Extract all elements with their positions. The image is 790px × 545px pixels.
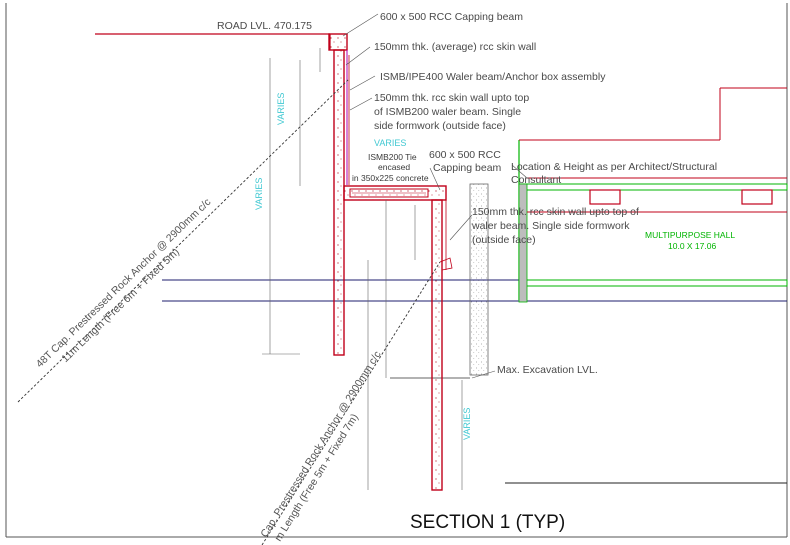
svg-text:VARIES: VARIES [254, 178, 264, 210]
drawing-frame [5, 3, 788, 538]
road-level-label: ROAD LVL. 470.175 [217, 20, 312, 32]
skin-wall-lower-line-1: 150mm thk. rcc skin wall upto top of [472, 206, 639, 218]
leader-lines [342, 13, 528, 379]
skin-wall-upper-line-1: 150mm thk. rcc skin wall upto top [374, 92, 529, 104]
dimension-lines [262, 48, 463, 490]
waler-assembly-label: ISMB/IPE400 Waler beam/Anchor box assemb… [380, 71, 606, 83]
skin-wall-upper-line-3: side formwork (outside face) [374, 120, 506, 132]
road-level-marker [95, 33, 331, 50]
svg-text:VARIES: VARIES [374, 138, 406, 148]
dimension-text: VARIES VARIES VARIES VARIES [254, 93, 472, 440]
section-title: SECTION 1 (TYP) [410, 512, 565, 533]
max-excavation-label: Max. Excavation LVL. [497, 364, 598, 376]
tie-beam [343, 185, 447, 201]
tie-note-line-3: in 350x225 concrete [352, 173, 429, 183]
anchor-upper-line-2: 11m Length (Free 6m + Fixed 5m) [59, 246, 182, 365]
anchor-lower-line-1: Cap. Prestressed Rock Anchor @ 2900mm c/… [258, 349, 383, 540]
location-note-line-2: Consultant [511, 174, 561, 186]
tie-note-line-2: encased [378, 162, 410, 172]
skin-wall-upper-line-2: of ISMB200 waler beam. Single [374, 106, 521, 118]
capping-beam-mid-line-1: 600 x 500 RCC [429, 149, 501, 161]
skin-wall-avg-label: 150mm thk. (average) rcc skin wall [374, 41, 536, 53]
anchor-lower-line-2: m Length (Free 5m + Fixed 7m) [272, 412, 361, 544]
skin-wall-lower-line-3: (outside face) [472, 234, 536, 246]
upper-skin-wall [328, 33, 350, 356]
hall-name: MULTIPURPOSE HALL [645, 230, 735, 240]
anchor-upper-label: 48T Cap. Prestressed Rock Anchor @ 2900m… [34, 196, 214, 370]
svg-text:VARIES: VARIES [276, 93, 286, 125]
anchor-upper-line-1: 48T Cap. Prestressed Rock Anchor @ 2900m… [34, 196, 214, 370]
anchor-lower-label: Cap. Prestressed Rock Anchor @ 2900mm c/… [258, 349, 383, 544]
hall-size: 10.0 X 17.06 [668, 241, 716, 251]
building-structure [469, 87, 788, 376]
capping-beam-mid-line-2: Capping beam [433, 162, 502, 174]
lower-skin-wall [431, 199, 453, 491]
rock-anchors [17, 79, 441, 545]
tie-note-line-1: ISMB200 Tie [368, 152, 417, 162]
skin-wall-lower-line-2: waler beam. Single side formwork [471, 220, 630, 232]
svg-text:VARIES: VARIES [462, 408, 472, 440]
location-note-line-1: Location & Height as per Architect/Struc… [511, 161, 717, 173]
capping-beam-top-label: 600 x 500 RCC Capping beam [380, 11, 523, 23]
